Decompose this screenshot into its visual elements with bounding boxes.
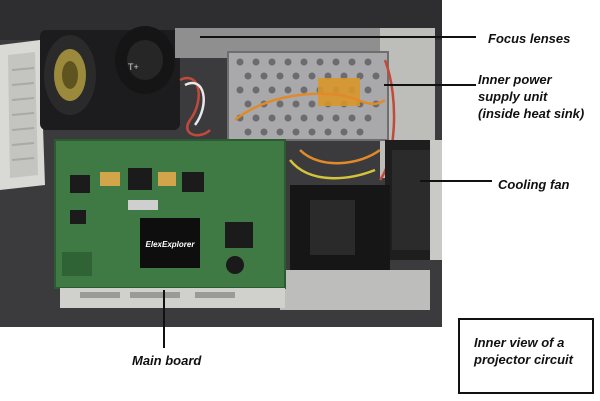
caption-line1: Inner view of a — [474, 335, 565, 350]
lens-assembly: T+ — [40, 26, 180, 130]
callout-line-focus-lenses — [200, 36, 476, 38]
wire-bundle — [179, 59, 396, 181]
caption-line2: projector circuit — [474, 352, 573, 367]
watermark-text: ElexExplorer — [146, 240, 196, 249]
callout-line-cooling-fan — [420, 180, 492, 182]
lamp-housing — [280, 185, 430, 310]
callout-line-power-supply — [384, 84, 476, 86]
label-focus-lenses: Focus lenses — [488, 31, 571, 46]
label-cooling-fan: Cooling fan — [498, 177, 570, 192]
heat-sink-shield — [227, 51, 389, 141]
label-power-supply: Inner power supply unit (inside heat sin… — [478, 71, 584, 122]
callout-line-main-board — [163, 290, 165, 348]
label-power-supply-line2: supply unit — [478, 89, 548, 104]
label-power-supply-line3: (inside heat sink) — [478, 106, 585, 121]
caption-box: Inner view of a projector circuit — [458, 318, 594, 394]
svg-text:T+: T+ — [128, 62, 139, 72]
projector-photo: T+ — [0, 0, 442, 327]
cooling-fan — [385, 140, 442, 260]
label-power-supply-line1: Inner power — [478, 72, 552, 87]
caption-text: Inner view of a projector circuit — [460, 320, 592, 368]
label-main-board: Main board — [132, 353, 202, 368]
watermark-chip — [140, 218, 200, 268]
main-board-pcb: ElexExplorer — [54, 139, 286, 289]
